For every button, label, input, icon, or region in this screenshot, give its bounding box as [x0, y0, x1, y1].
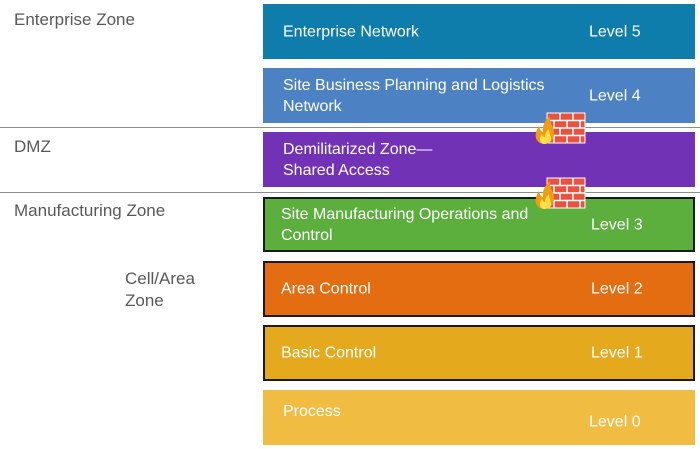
level-number: Level 2 [591, 280, 643, 298]
zone-label-cell-area-line1: Cell/Area [125, 269, 195, 288]
level-number: Level 0 [589, 413, 641, 431]
firewall-icon [535, 112, 586, 144]
level-number: Level 3 [591, 216, 643, 233]
level-title: Area Control [281, 280, 371, 298]
level-title: Basic Control [281, 344, 377, 362]
level-bar-area-control: Area Control Level 2 [263, 261, 695, 317]
level-title: Enterprise Network [283, 23, 420, 40]
level-number: Level 5 [589, 23, 641, 40]
level-bar-basic-control: Basic Control Level 1 [263, 325, 695, 381]
zone-label-enterprise: Enterprise Zone [14, 10, 135, 29]
level-bar-site-business-planning: Site Business Planning and Logistics Net… [263, 68, 695, 123]
level-title: Demilitarized Zone— Shared Access [283, 140, 433, 179]
level-bar-dmz: Demilitarized Zone— Shared Access [263, 132, 695, 187]
level-bar-enterprise-network: Enterprise Network Level 5 [263, 4, 695, 59]
level-number: Level 4 [589, 87, 641, 104]
level-bar-site-manufacturing-operations: Site Manufacturing Operations and Contro… [263, 197, 695, 252]
level-number: Level 1 [591, 344, 643, 362]
zone-label-dmz: DMZ [14, 137, 51, 156]
level-title: Site Business Planning and Logistics Net… [283, 76, 545, 115]
divider-enterprise-dmz [0, 127, 700, 128]
zone-label-cell-area: Cell/Area Zone [125, 268, 195, 312]
zone-label-cell-area-line2: Zone [125, 291, 164, 310]
firewall-icon [535, 177, 586, 209]
level-title: Site Manufacturing Operations and Contro… [281, 205, 529, 244]
divider-dmz-manufacturing [0, 192, 700, 193]
zone-label-manufacturing: Manufacturing Zone [14, 201, 166, 220]
level-bar-process: Process Level 0 [263, 390, 695, 445]
level-title: Process [283, 402, 341, 420]
